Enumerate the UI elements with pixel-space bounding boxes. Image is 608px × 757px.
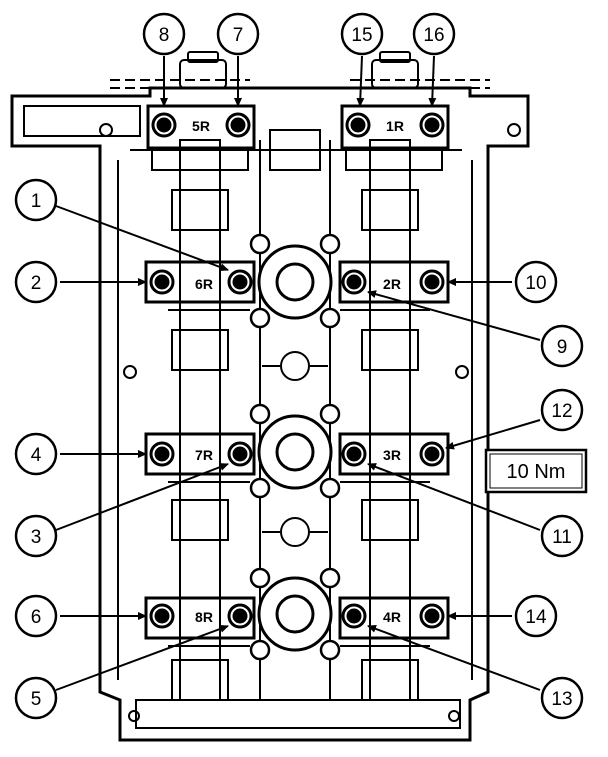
- bolt-13: [341, 603, 367, 629]
- callout-circle-2: [14, 260, 58, 304]
- cap-1R-block: [340, 104, 450, 171]
- leader-3: [55, 463, 229, 531]
- callout-numbers: 8 7 15 16 1 2 10 9 12 4 3 11 6 14 5 13: [31, 25, 573, 710]
- cover-bolts: [249, 233, 341, 661]
- callout-circle-11: [540, 514, 584, 558]
- leader-1: [55, 205, 229, 271]
- leader-16: [428, 55, 437, 107]
- callout-number-2: 2: [31, 273, 42, 294]
- bolt-12: [419, 441, 445, 467]
- leader-lines: [55, 55, 541, 691]
- bolt-8: [151, 112, 177, 138]
- callout-number-5: 5: [31, 689, 42, 710]
- callout-number-13: 13: [551, 689, 572, 710]
- callout-circle-15: [340, 12, 384, 56]
- leader-11: [367, 463, 541, 531]
- callout-number-14: 14: [525, 607, 547, 628]
- bolt-5: [227, 603, 253, 629]
- spark-plug-tower-3: [257, 576, 333, 652]
- callout-circle-10: [514, 260, 558, 304]
- callout-number-16: 16: [423, 25, 444, 46]
- bolt-11: [341, 441, 367, 467]
- cap-label-2R: 2R: [383, 276, 401, 292]
- bearing-cap-bolts: [149, 112, 445, 629]
- callout-circle-3: [14, 514, 58, 558]
- bolt-2: [149, 269, 175, 295]
- callout-circle-6: [14, 594, 58, 638]
- callout-number-7: 7: [233, 25, 244, 46]
- cap-label-6R: 6R: [195, 276, 213, 292]
- callout-circle-14: [514, 594, 558, 638]
- leader-12: [445, 419, 541, 450]
- bolt-6: [149, 603, 175, 629]
- leader-5: [55, 625, 229, 691]
- torque-spec-box: 10 Nm: [484, 448, 588, 494]
- callout-circle-9: [540, 324, 584, 368]
- callout-circle-4: [14, 432, 58, 476]
- bolt-15: [345, 112, 371, 138]
- callout-circle-16: [412, 12, 456, 56]
- spark-plug-tower-1: [257, 244, 333, 320]
- callout-circle-12: [540, 388, 584, 432]
- callout-number-12: 12: [551, 401, 572, 422]
- sprocket-area: [110, 51, 490, 89]
- callout-circle-1: [14, 178, 58, 222]
- callout-number-10: 10: [525, 273, 546, 294]
- cap-label-7R: 7R: [195, 447, 213, 463]
- callout-circle-5: [14, 676, 58, 720]
- callout-number-3: 3: [31, 527, 42, 548]
- callout-circle-7: [216, 12, 260, 56]
- callout-number-11: 11: [552, 527, 572, 548]
- cap-label-4R: 4R: [383, 609, 401, 625]
- bolt-7: [225, 112, 251, 138]
- callout-circles: [14, 12, 584, 720]
- spark-plug-tower-2: [257, 414, 333, 490]
- cylinder-head-outline: [10, 86, 530, 742]
- leader-15: [356, 55, 365, 107]
- callout-number-9: 9: [557, 337, 568, 358]
- callout-number-15: 15: [351, 25, 372, 46]
- bolt-3: [227, 441, 253, 467]
- dowel-holes: [99, 123, 521, 722]
- leader-13: [367, 625, 541, 691]
- cap-label-8R: 8R: [195, 609, 213, 625]
- cap-label-3R: 3R: [383, 447, 401, 463]
- bolt-9: [341, 269, 367, 295]
- callout-number-6: 6: [31, 607, 42, 628]
- callout-circle-13: [540, 676, 584, 720]
- bolt-16: [419, 112, 445, 138]
- cap-label-5R: 5R: [192, 118, 210, 134]
- bolt-10: [419, 269, 445, 295]
- torque-value: 10 Nm: [507, 461, 566, 483]
- callout-number-8: 8: [159, 25, 170, 46]
- exhaust-camshaft: [361, 139, 419, 701]
- callout-number-4: 4: [31, 445, 42, 466]
- cap-5R-block: [146, 104, 256, 171]
- cap-label-1R: 1R: [386, 118, 404, 134]
- intake-camshaft: [171, 139, 229, 701]
- bolt-14: [419, 603, 445, 629]
- leader-9: [367, 290, 541, 341]
- bolt-1: [227, 269, 253, 295]
- callout-number-1: 1: [31, 191, 42, 212]
- callout-circle-8: [142, 12, 186, 56]
- bolt-4: [149, 441, 175, 467]
